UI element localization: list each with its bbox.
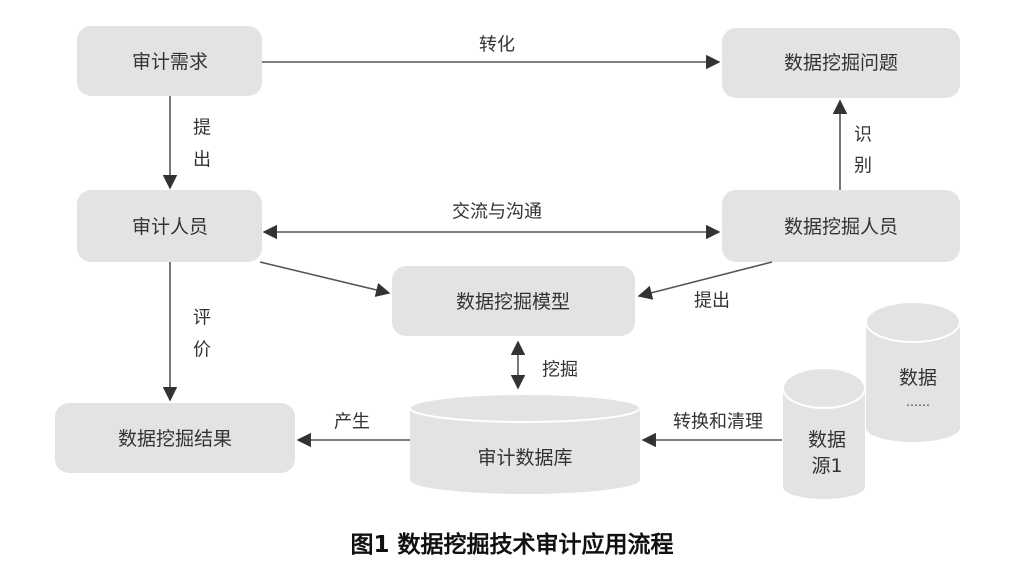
node-label: ……: [906, 395, 930, 409]
node-label: 数据挖掘问题: [784, 52, 898, 74]
edge-label: 价: [193, 340, 211, 361]
edge-label: 交流与沟通: [452, 202, 542, 223]
node-mining-model: 数据挖掘模型: [392, 266, 635, 336]
figure-caption: 图1 数据挖掘技术审计应用流程: [350, 531, 673, 558]
edge-auditor-to-model: [259, 261, 391, 297]
edge-identify: 识 别: [832, 99, 872, 190]
node-label: 数据: [899, 367, 937, 389]
edge-label: 出: [193, 150, 211, 171]
edge-label: 评: [193, 308, 211, 329]
node-audit-database: 审计数据库: [409, 393, 641, 494]
edge-label: 提: [193, 118, 211, 139]
edge-label: 产生: [334, 412, 370, 433]
edge-mine: 挖掘: [510, 340, 578, 390]
node-miner: 数据挖掘人员: [722, 190, 960, 262]
node-label: 审计需求: [132, 51, 208, 73]
node-label: 源1: [811, 455, 842, 477]
edge-transform: 转化: [262, 35, 721, 70]
edge-label: 挖掘: [542, 360, 578, 381]
edge-label: 别: [854, 156, 872, 177]
node-mining-problem: 数据挖掘问题: [722, 28, 960, 98]
edge-produce: 产生: [296, 412, 410, 448]
node-data-source-1: 数据 源1: [782, 367, 866, 499]
node-label: 数据挖掘模型: [456, 291, 570, 313]
node-label: 数据挖掘结果: [118, 428, 232, 450]
node-label: 审计人员: [132, 216, 208, 238]
edge-evaluate: 评 价: [162, 262, 211, 402]
edge-label: 提出: [694, 291, 730, 312]
edge-miner-to-model: 提出: [637, 261, 773, 312]
node-label: 审计数据库: [477, 447, 572, 469]
node-auditor: 审计人员: [77, 190, 262, 262]
node-data-source-n: 数据 ……: [865, 301, 961, 442]
edge-propose: 提 出: [162, 96, 211, 190]
edge-label: 转化: [479, 35, 515, 56]
node-label: 数据挖掘人员: [784, 216, 898, 238]
node-mining-result: 数据挖掘结果: [55, 403, 295, 473]
node-audit-demand: 审计需求: [77, 26, 262, 96]
edge-label: 识: [854, 125, 872, 146]
edge-label: 转换和清理: [673, 412, 763, 433]
node-label: 数据: [808, 429, 846, 451]
edge-communicate: 交流与沟通: [262, 202, 721, 240]
edge-convert-clean: 转换和清理: [641, 412, 782, 448]
